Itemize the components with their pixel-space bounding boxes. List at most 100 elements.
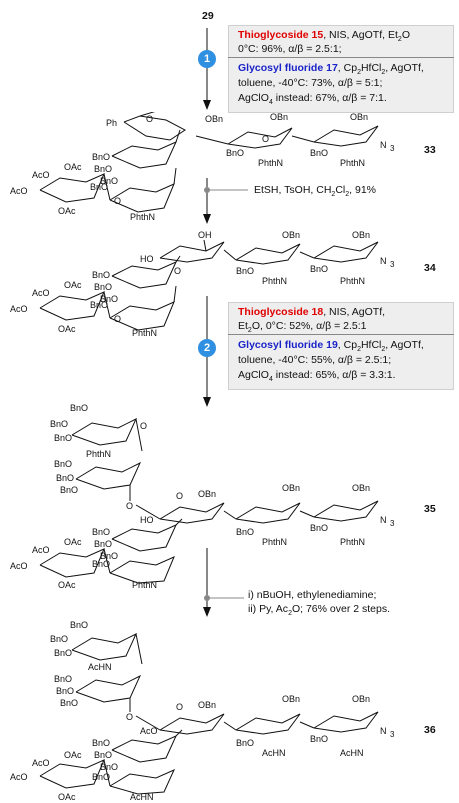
svg-text:O: O [114, 314, 121, 324]
svg-text:AcHN: AcHN [88, 662, 112, 672]
svg-text:BnO: BnO [100, 551, 118, 561]
svg-text:AcHN: AcHN [340, 748, 364, 758]
svg-text:BnO: BnO [100, 176, 118, 186]
svg-text:OAc: OAc [64, 537, 82, 547]
svg-text:BnO: BnO [94, 164, 112, 174]
svg-text:OBn: OBn [282, 483, 300, 493]
step2-option-a-line1: Thioglycoside 18, NIS, AgOTf, [238, 306, 386, 318]
svg-text:HO: HO [140, 254, 154, 264]
step2-option-a-line2: Et2O, 0°C: 52%, α/β = 2.5:1 [238, 320, 367, 335]
svg-text:BnO: BnO [92, 270, 110, 280]
svg-text:AcO: AcO [32, 170, 50, 180]
svg-text:N: N [380, 140, 387, 150]
compound-36-label: 36 [424, 724, 436, 736]
svg-text:PhthN: PhthN [340, 537, 365, 547]
step1-option-b-line2: toluene, -40°C: 73%, α/β = 5:1; [238, 77, 383, 89]
svg-text:BnO: BnO [310, 264, 328, 274]
svg-text:OAc: OAc [58, 792, 76, 802]
svg-text:PhthN: PhthN [86, 449, 111, 459]
svg-text:N: N [380, 726, 387, 736]
svg-text:3: 3 [390, 730, 395, 739]
svg-text:OBn: OBn [205, 114, 223, 124]
ph-label: Ph [106, 118, 117, 128]
svg-text:OAc: OAc [64, 162, 82, 172]
step2-conditions-box [228, 302, 454, 390]
svg-text:BnO: BnO [310, 523, 328, 533]
svg-text:PhthN: PhthN [340, 158, 365, 168]
svg-text:BnO: BnO [50, 634, 68, 644]
step2-option-b-line1: Glycosyl fluoride 19, Cp2HfCl2, AgOTf, [238, 339, 424, 354]
step-thiol-conditions: EtSH, TsOH, CH2Cl2, 91% [254, 184, 376, 199]
svg-text:OAc: OAc [64, 750, 82, 760]
step2-separator [228, 334, 454, 335]
svg-text:BnO: BnO [54, 459, 72, 469]
step1-conditions-box [228, 25, 454, 113]
svg-text:BnO: BnO [100, 294, 118, 304]
svg-text:OBn: OBn [198, 489, 216, 499]
compound-34-label: 34 [424, 262, 436, 274]
svg-text:BnO: BnO [92, 559, 110, 569]
svg-text:BnO: BnO [70, 403, 88, 413]
svg-text:BnO: BnO [90, 300, 108, 310]
svg-text:O: O [114, 196, 121, 206]
compound-35-label: 35 [424, 503, 436, 515]
svg-text:AcO: AcO [10, 186, 28, 196]
svg-text:BnO: BnO [70, 620, 88, 630]
svg-text:AcO: AcO [10, 561, 28, 571]
svg-text:BnO: BnO [54, 648, 72, 658]
svg-text:BnO: BnO [310, 734, 328, 744]
svg-text:BnO: BnO [310, 148, 328, 158]
svg-text:BnO: BnO [100, 762, 118, 772]
step1-option-a-line2: 0°C: 96%, α/β = 2.5:1; [238, 43, 342, 55]
svg-text:AcO: AcO [10, 772, 28, 782]
svg-text:PhthN: PhthN [132, 328, 157, 336]
svg-text:BnO: BnO [56, 473, 74, 483]
svg-text:O: O [140, 421, 147, 431]
step1-number-badge: 1 [198, 50, 216, 68]
svg-text:BnO: BnO [60, 485, 78, 495]
svg-text:PhthN: PhthN [262, 537, 287, 547]
step1-option-b-line3: AgClO4 instead: 67%, α/β = 7:1. [238, 92, 387, 107]
svg-text:BnO: BnO [54, 433, 72, 443]
svg-text:BnO: BnO [92, 527, 110, 537]
svg-text:AcO: AcO [10, 304, 28, 314]
svg-text:OBn: OBn [352, 694, 370, 704]
svg-text:BnO: BnO [236, 738, 254, 748]
step2-option-b-line3: AgClO4 instead: 65%, α/β = 3.3:1. [238, 369, 396, 384]
svg-text:BnO: BnO [92, 152, 110, 162]
svg-text:BnO: BnO [56, 686, 74, 696]
svg-text:OAc: OAc [58, 324, 76, 334]
svg-text:AcHN: AcHN [130, 792, 154, 802]
svg-text:AcO: AcO [32, 288, 50, 298]
svg-text:BnO: BnO [90, 182, 108, 192]
svg-text:OBn: OBn [270, 112, 288, 122]
svg-text:O: O [126, 501, 133, 511]
svg-text:AcO: AcO [140, 726, 158, 736]
step2-option-b-line2: toluene, -40°C: 55%, α/β = 2.5:1; [238, 354, 392, 366]
svg-text:BnO: BnO [236, 527, 254, 537]
svg-text:3: 3 [390, 260, 395, 269]
svg-text:BnO: BnO [94, 539, 112, 549]
svg-text:O: O [126, 712, 133, 722]
step-final-line1: i) nBuOH, ethylenediamine; [248, 589, 377, 601]
svg-text:OBn: OBn [352, 230, 370, 240]
svg-text:BnO: BnO [236, 266, 254, 276]
svg-text:PhthN: PhthN [262, 276, 287, 286]
svg-text:OAc: OAc [64, 280, 82, 290]
step1-separator [228, 57, 454, 58]
svg-text:AcO: AcO [32, 758, 50, 768]
structure-36: BnO BnO BnO AcHN BnO BnO BnO O O OBn AcO… [10, 620, 395, 802]
svg-text:PhthN: PhthN [130, 212, 155, 222]
svg-text:N: N [380, 256, 387, 266]
svg-text:AcO: AcO [32, 545, 50, 555]
svg-text:BnO: BnO [226, 148, 244, 158]
svg-text:O: O [146, 114, 153, 124]
svg-text:HO: HO [140, 515, 154, 525]
svg-text:OBn: OBn [350, 112, 368, 122]
svg-text:3: 3 [390, 519, 395, 528]
svg-text:AcHN: AcHN [262, 748, 286, 758]
step2-number-badge: 2 [198, 339, 216, 357]
structure-35-bottom-labels: OAc PhthN [58, 580, 158, 590]
